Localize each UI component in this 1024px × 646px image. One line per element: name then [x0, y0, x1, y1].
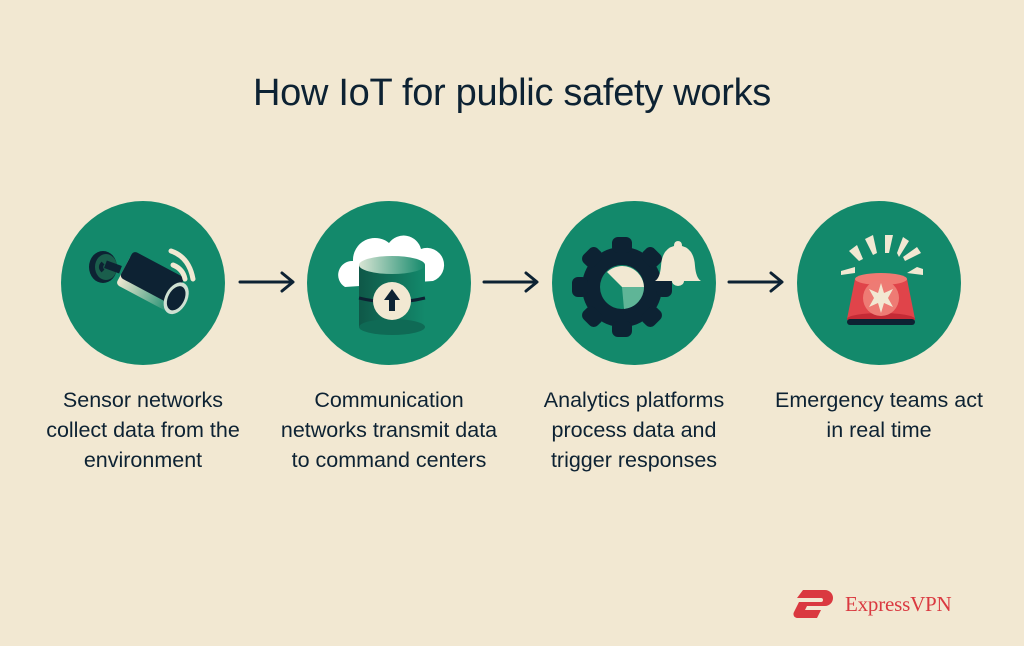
step-communication-networks: Communication networks transmit data to … — [279, 201, 499, 475]
step-analytics-platforms: Analytics platforms process data and tri… — [524, 201, 744, 475]
right-arrow-icon — [482, 270, 542, 294]
step-label: Communication networks transmit data to … — [280, 388, 498, 472]
page-title: How IoT for public safety works — [253, 72, 771, 114]
gear-analytics-bell-icon — [572, 237, 701, 337]
step-sensor-networks: Sensor networks collect data from the en… — [33, 201, 253, 475]
step-circle — [307, 201, 471, 365]
step-label: Sensor networks collect data from the en… — [46, 388, 240, 472]
step-circle — [552, 201, 716, 365]
step-circle — [797, 201, 961, 365]
step-label: Analytics platforms process data and tri… — [543, 388, 725, 472]
emergency-siren-icon — [841, 235, 923, 325]
right-arrow-icon — [727, 270, 787, 294]
security-camera-icon — [89, 248, 196, 315]
right-arrow-icon — [238, 270, 298, 294]
step-label: Emergency teams act in real time — [775, 388, 983, 442]
expressvpn-logo: ExpressVPN — [791, 588, 952, 620]
expressvpn-logo-icon — [793, 590, 833, 618]
logo-text: ExpressVPN — [845, 591, 952, 616]
cloud-upload-database-icon — [338, 235, 445, 335]
step-circle — [61, 201, 225, 365]
step-emergency-teams: Emergency teams act in real time — [769, 201, 989, 445]
